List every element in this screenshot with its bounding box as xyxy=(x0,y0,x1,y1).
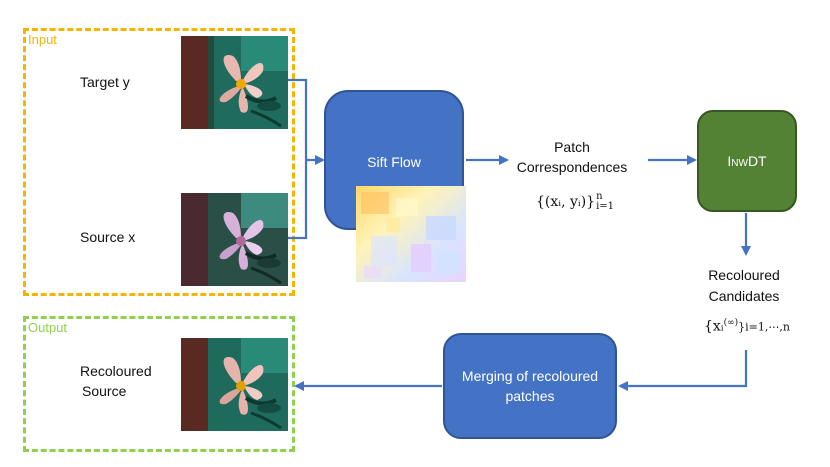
output-group-title: Output xyxy=(28,320,68,335)
correspondences-sub: i=1 xyxy=(596,201,615,212)
arrow-to-merging xyxy=(618,350,748,391)
candidates-formula: {xᵢ(∞)}i=1,⋯,n xyxy=(704,318,790,335)
recoloured-source-image xyxy=(181,338,288,431)
patch-correspondences-label-line2: Correspondences xyxy=(516,159,628,175)
source-label: Source x xyxy=(80,229,136,245)
recoloured-source-label-line1: Recoloured xyxy=(80,363,152,379)
candidates-set: {xᵢ xyxy=(704,318,724,335)
input-bracket-arrow xyxy=(288,78,308,240)
merging-node: Merging of recoloured patches xyxy=(443,333,617,439)
patch-correspondences-label-line1: Patch xyxy=(554,139,590,155)
target-image xyxy=(181,36,288,129)
recoloured-candidates-label-line2: Candidates xyxy=(708,288,780,304)
output-group-box xyxy=(23,316,295,452)
recoloured-candidates-label-line1: Recoloured xyxy=(708,267,780,283)
candidates-sub: }i=1,⋯,n xyxy=(738,320,790,334)
source-image xyxy=(181,193,288,286)
inwdt-node: InwDT xyxy=(697,110,797,212)
recoloured-source-label-line2: Source xyxy=(82,383,127,399)
sift-flow-color-map xyxy=(356,186,466,282)
input-group-title: Input xyxy=(28,32,57,47)
candidates-sup: (∞) xyxy=(723,318,739,328)
target-label: Target y xyxy=(80,74,130,90)
correspondences-sup: n xyxy=(596,191,603,202)
input-group-box xyxy=(23,28,295,296)
correspondences-set: {(xᵢ, yᵢ)} xyxy=(536,194,596,210)
